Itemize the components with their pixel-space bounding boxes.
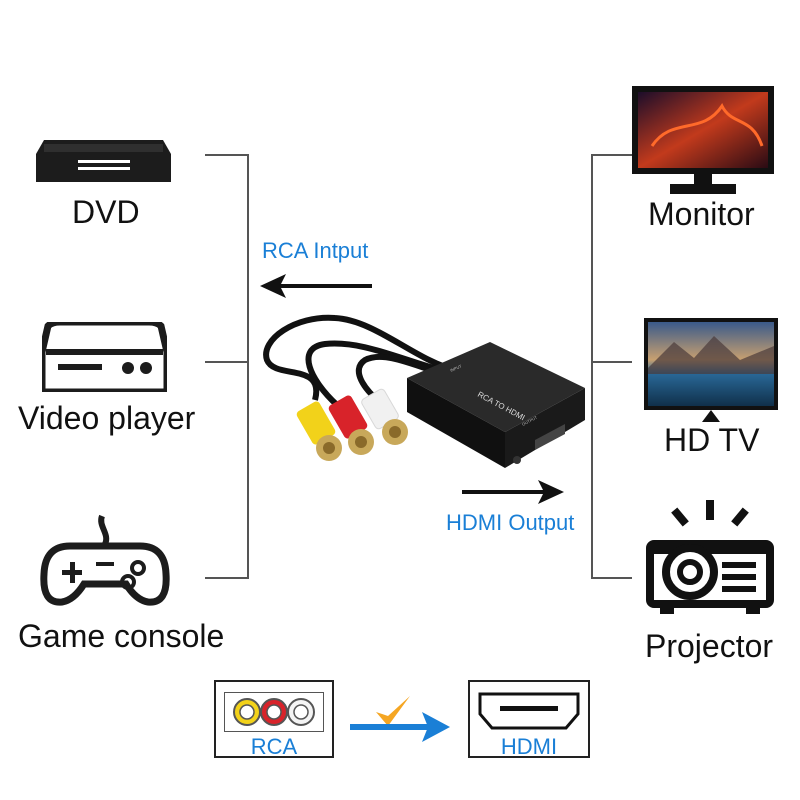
hdmi-output-label: HDMI Output: [446, 510, 575, 535]
hdmi-port-icon: [478, 692, 580, 730]
source-label-game-console: Game console: [18, 618, 225, 654]
rca-box: RCA: [214, 680, 334, 758]
output-label-hd-tv: HD TV: [664, 422, 760, 458]
conversion-arrow-icon: [350, 696, 450, 742]
hdmi-box: HDMI: [468, 680, 590, 758]
rca-box-label: RCA: [250, 734, 298, 759]
rca-ports-icon: [224, 692, 324, 732]
device-port-label-top: INPUT: [449, 363, 463, 373]
tv-icon: [644, 318, 778, 422]
right-arrow-icon: [462, 480, 564, 504]
monitor-icon: [632, 86, 774, 194]
source-label-dvd: DVD: [72, 194, 140, 230]
hdmi-box-label: HDMI: [500, 734, 558, 759]
gamepad-icon: [40, 514, 170, 606]
output-label-projector: Projector: [645, 628, 774, 664]
rca-to-hdmi-converter: RCA TO HDMI INPUT OUTPUT: [263, 314, 585, 468]
left-arrow-icon: [260, 274, 372, 298]
source-label-video-player: Video player: [18, 400, 196, 436]
output-label-monitor: Monitor: [648, 196, 755, 232]
rca-input-label: RCA Intput: [262, 238, 369, 263]
dvd-player-icon: [36, 140, 171, 182]
projector-icon: [646, 500, 774, 614]
video-player-icon: [42, 322, 167, 392]
